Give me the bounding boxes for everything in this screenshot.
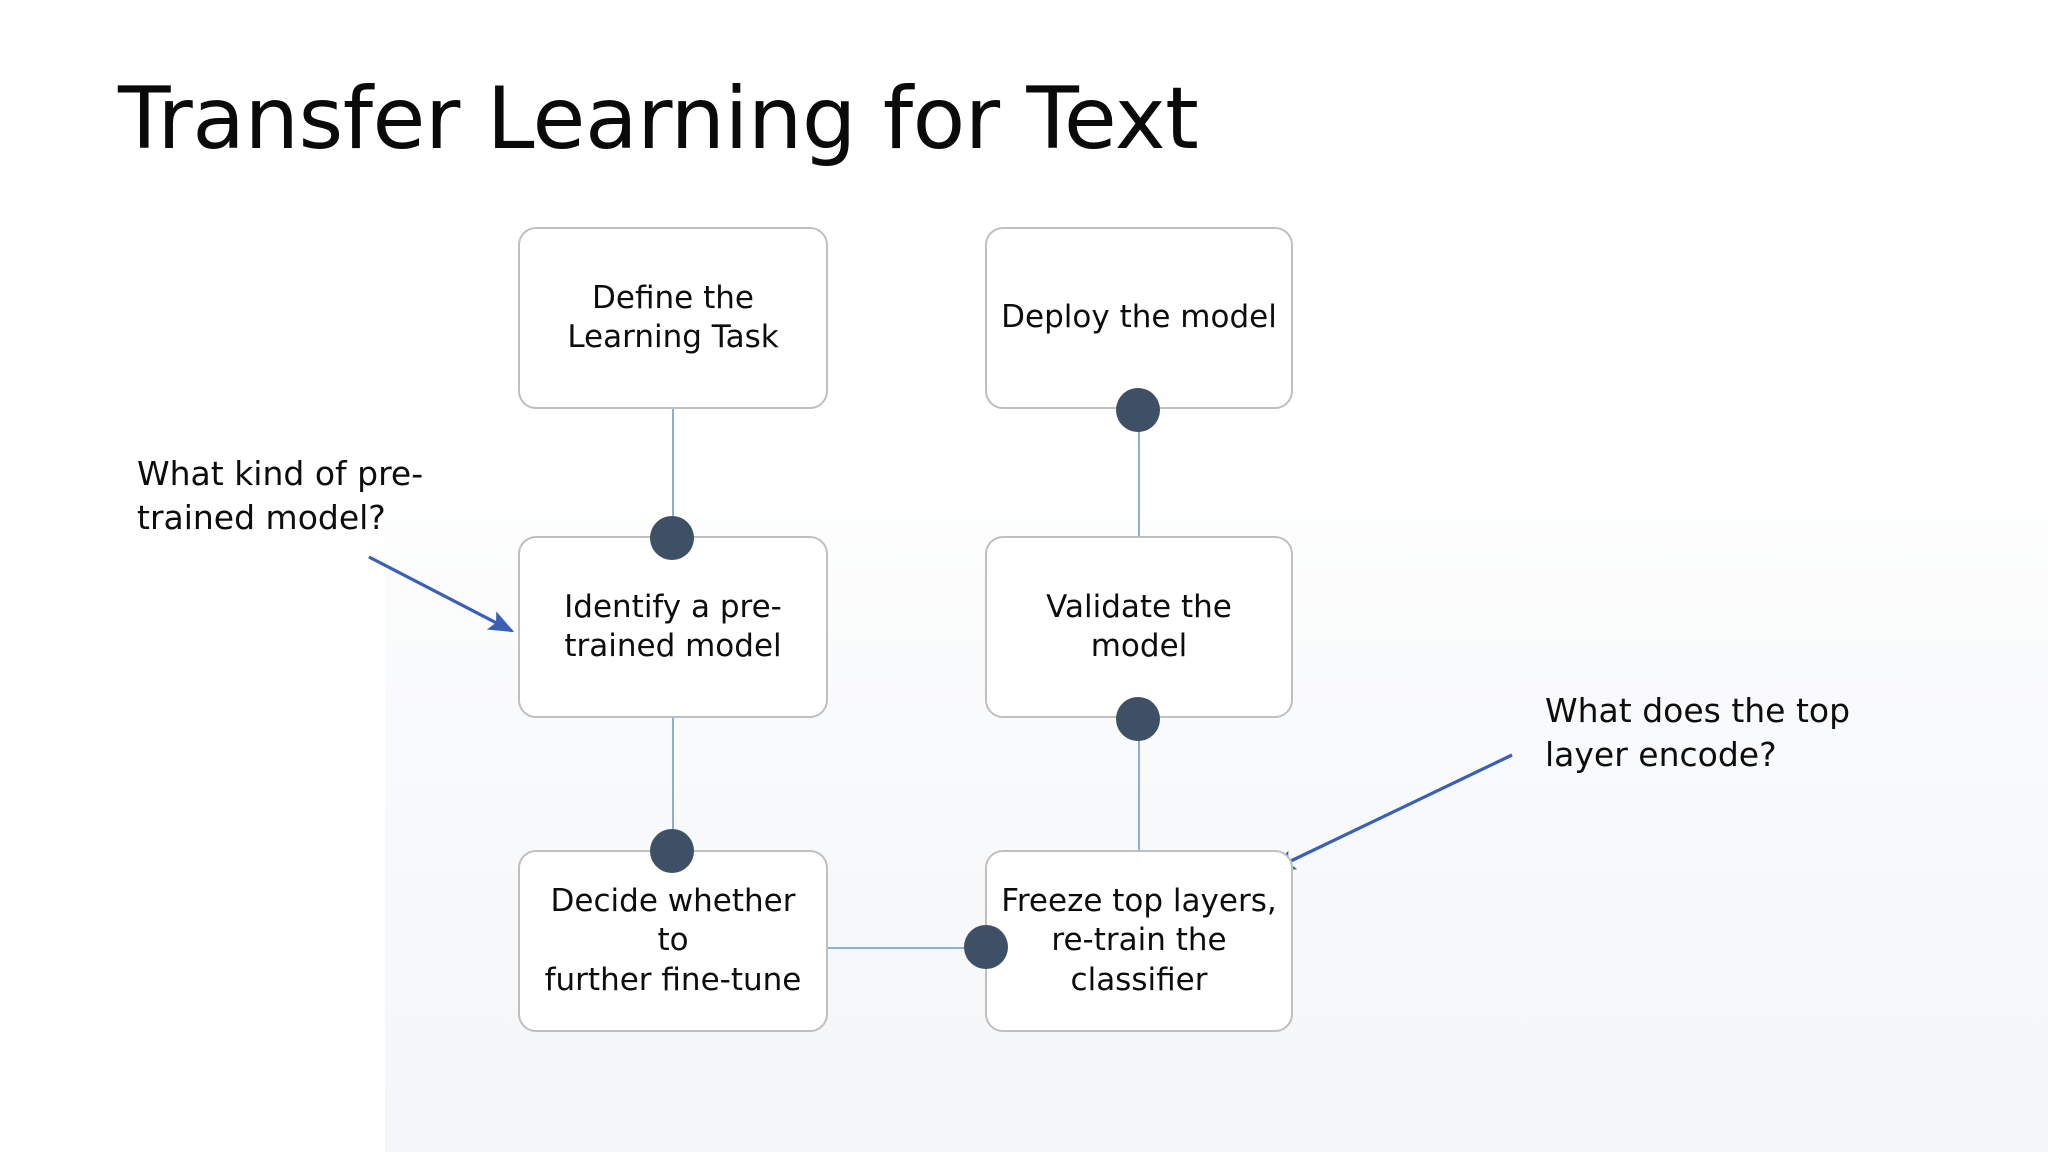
page-title: Transfer Learning for Text [118,69,1199,169]
flow-node-identify-label: Identify a pre- trained model [564,588,782,664]
junction-dot-validate-bottom [1116,697,1160,741]
junction-dot-deploy-bottom [1116,388,1160,432]
flow-node-validate-label: Validate the model [1046,588,1232,664]
flow-node-identify[interactable]: Identify a pre- trained model [518,536,828,718]
flow-node-freeze[interactable]: Freeze top layers, re-train the classifi… [985,850,1293,1032]
arrow-toplayer-question [1269,753,1513,872]
flow-node-decide-label: Decide whether to further fine-tune [544,882,802,998]
flow-node-freeze-label: Freeze top layers, re-train the classifi… [1001,882,1277,998]
flow-node-validate[interactable]: Validate the model [985,536,1293,718]
junction-dot-freeze-left [964,925,1008,969]
arrow-pretrained-question [368,555,515,633]
annotation-pretrained-question: What kind of pre- trained model? [137,454,424,537]
flow-node-define-label: Define the Learning Task [567,279,779,355]
junction-dot-identify-top [650,516,694,560]
annotation-toplayer-question: What does the top layer encode? [1545,691,1851,774]
flow-node-deploy-label: Deploy the model [1001,299,1277,336]
junction-dot-decide-top [650,829,694,873]
flow-node-deploy[interactable]: Deploy the model [985,227,1293,409]
flow-node-decide[interactable]: Decide whether to further fine-tune [518,850,828,1032]
flow-node-define[interactable]: Define the Learning Task [518,227,828,409]
